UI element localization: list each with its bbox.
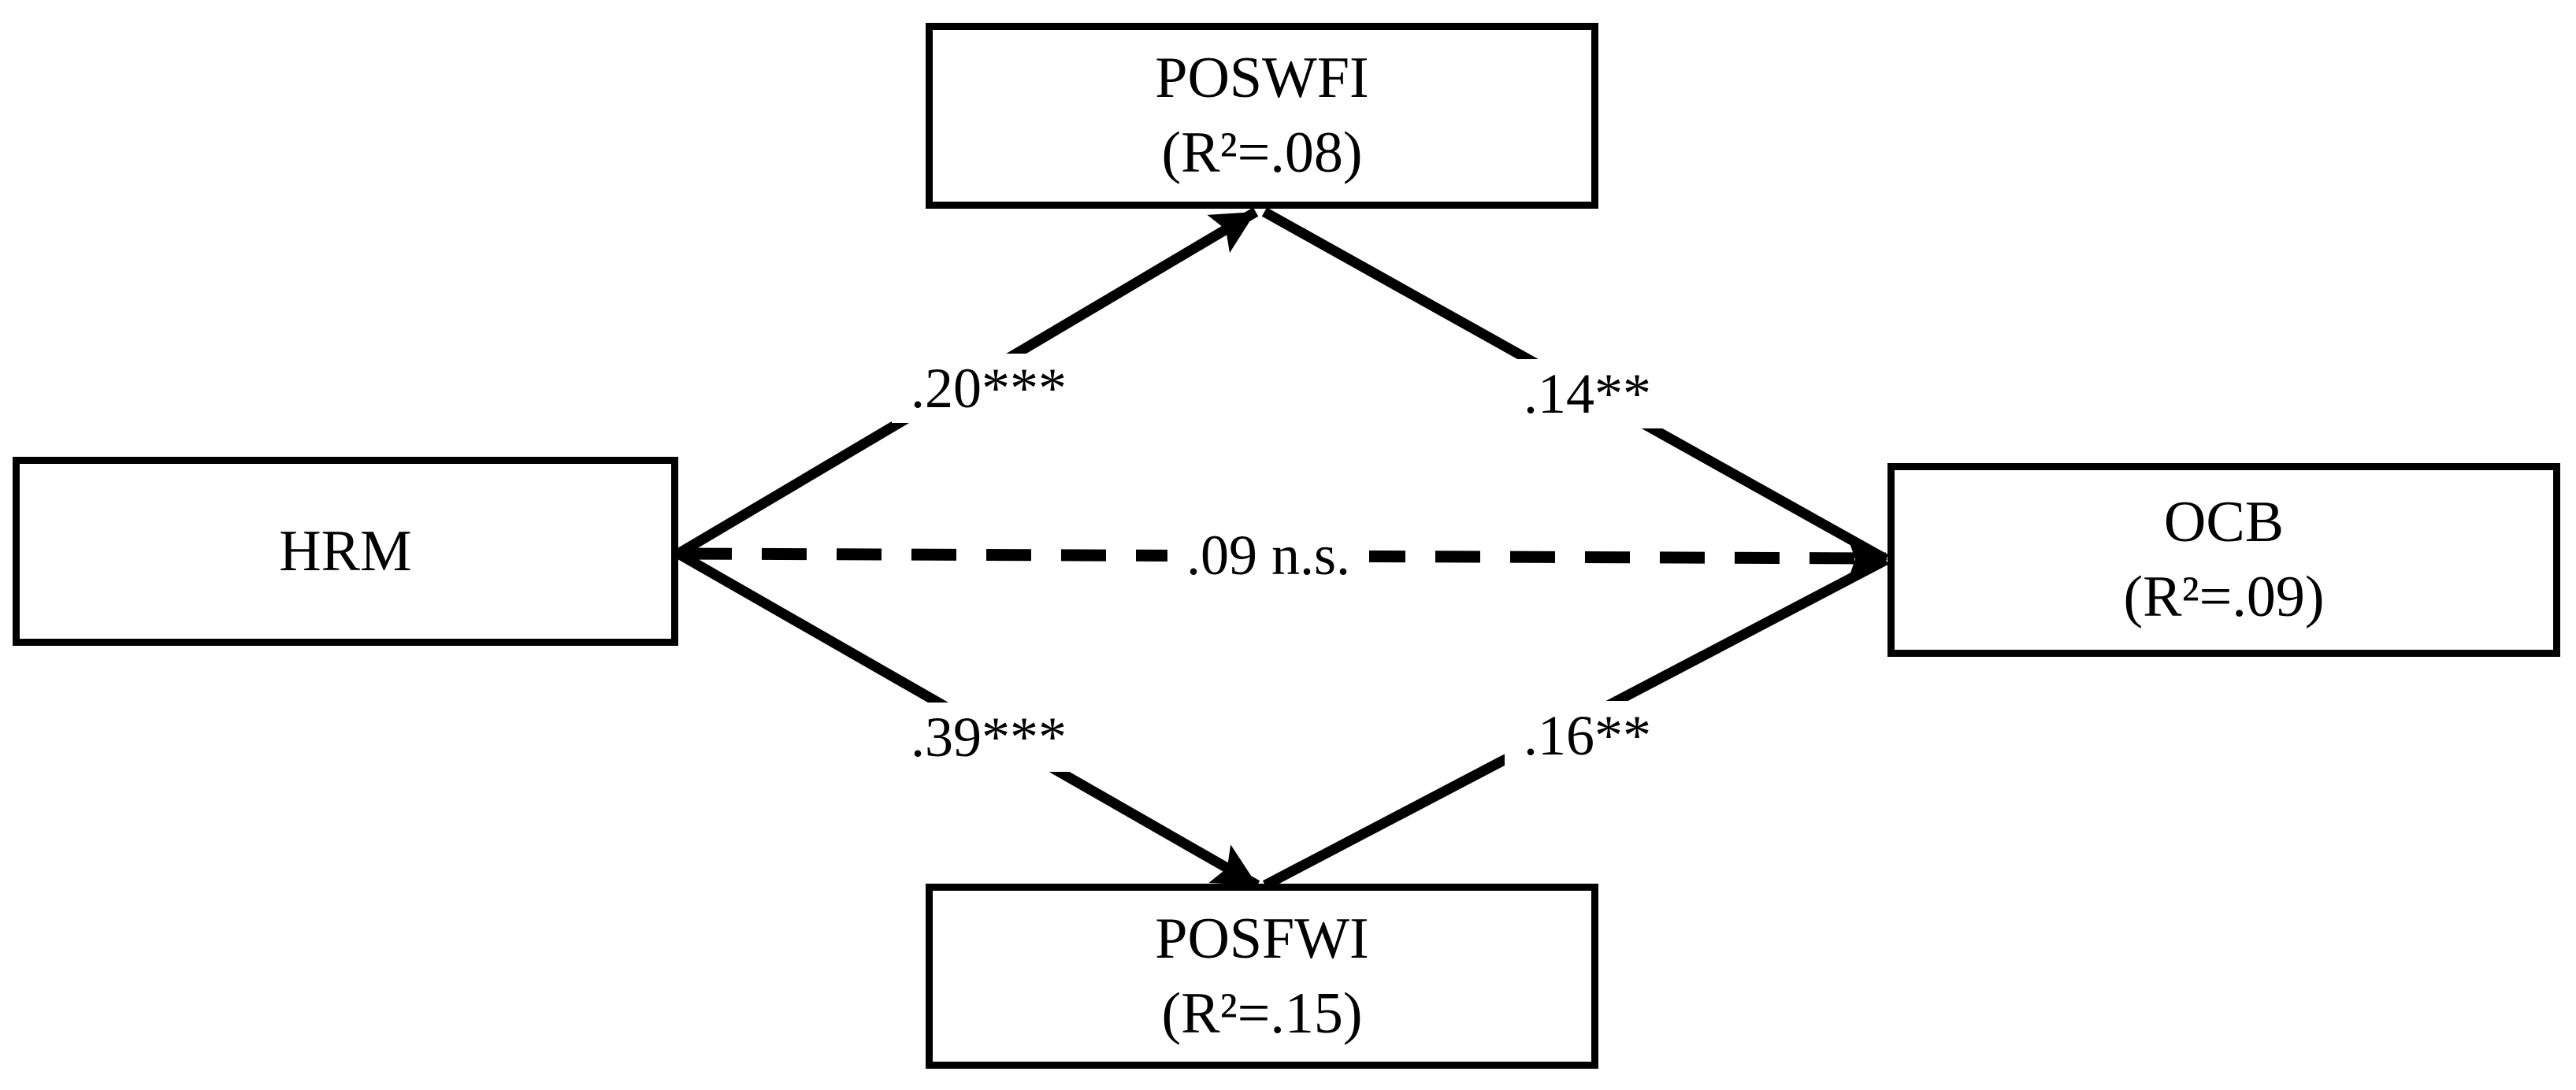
path-coefficient-poswfi-ocb: .14** <box>1505 359 1670 428</box>
node-hrm-label: HRM <box>279 518 412 584</box>
path-coefficient-hrm-poswfi: .20*** <box>892 354 1086 423</box>
node-posfwi-r2: (R²=.15) <box>1161 981 1363 1046</box>
node-ocb-label: OCB <box>2163 490 2285 555</box>
node-hrm: HRM <box>13 457 678 646</box>
node-posfwi-label: POSFWI <box>1155 906 1369 971</box>
node-poswfi-label: POSWFI <box>1155 46 1369 111</box>
node-ocb: OCB (R²=.09) <box>1887 463 2560 657</box>
node-posfwi: POSFWI (R²=.15) <box>926 884 1598 1069</box>
path-coefficient-hrm-ocb: .09 n.s. <box>1167 521 1370 590</box>
arrowhead-into-ocb <box>1847 534 1887 584</box>
node-poswfi: POSWFI (R²=.08) <box>926 23 1598 209</box>
arrowhead-into-poswfi <box>1207 212 1256 254</box>
path-coefficient-hrm-posfwi: .39*** <box>892 703 1086 772</box>
path-coefficient-posfwi-ocb: .16** <box>1505 701 1670 770</box>
arrowhead-into-hrm <box>672 538 699 569</box>
node-ocb-r2: (R²=.09) <box>2123 565 2325 629</box>
node-poswfi-r2: (R²=.08) <box>1161 120 1363 185</box>
arrowhead-into-posfwi <box>1208 844 1257 885</box>
